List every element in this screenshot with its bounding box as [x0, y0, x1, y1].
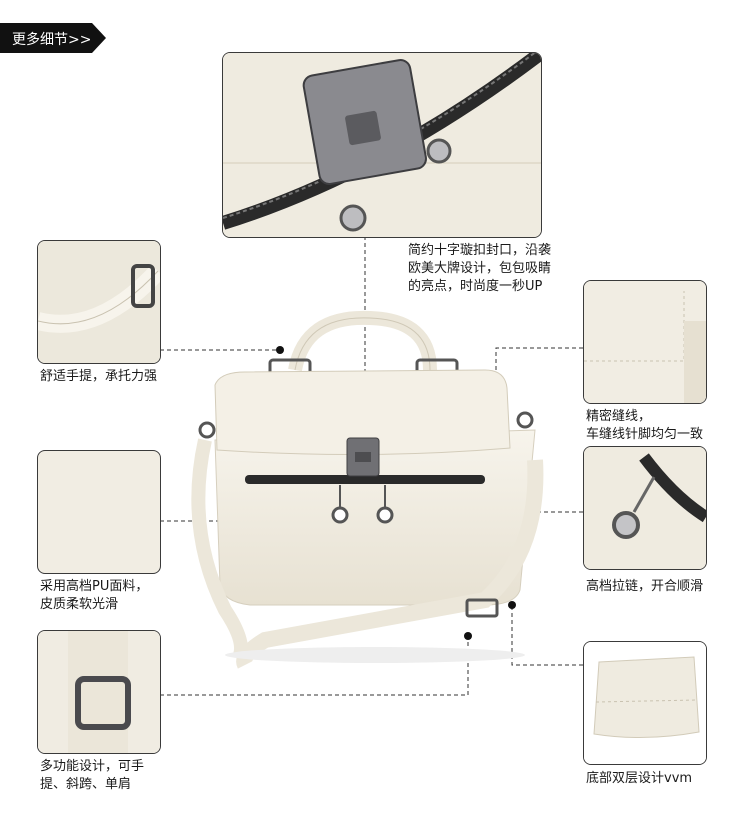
- material-caption: 采用高档PU面料， 皮质柔软光滑: [40, 578, 148, 614]
- lock-closeup-panel: [222, 52, 542, 238]
- strap-caption-line1: 多功能设计，可手: [40, 759, 145, 774]
- bag-bottom-image: [584, 642, 706, 764]
- material-caption-line1: 采用高档PU面料，: [40, 579, 149, 594]
- handbag-image: [191, 310, 544, 669]
- strap-caption-line2: 提、斜跨、单肩: [40, 777, 132, 792]
- lock-caption-line3: 的亮点，时尚度一秒UP: [408, 279, 543, 294]
- twist-lock-image: [223, 53, 541, 237]
- stitch-caption: 精密缝线， 车缝线针脚均匀一致: [586, 408, 703, 444]
- handle-image: [38, 241, 160, 363]
- more-details-tag: [0, 23, 106, 53]
- strap-caption: 多功能设计，可手 提、斜跨、单肩: [40, 758, 144, 794]
- handle-closeup-panel: [37, 240, 161, 364]
- stitching-image: [584, 281, 706, 403]
- stitch-caption-line2: 车缝线针脚均匀一致: [586, 427, 704, 442]
- zipper-pull-image: [584, 447, 706, 569]
- material-closeup-panel: [37, 450, 161, 574]
- lock-caption-line2: 欧美大牌设计，包包吸睛: [408, 261, 552, 276]
- buckle-image: [38, 631, 160, 753]
- zipper-caption: 高档拉链，开合顺滑: [586, 579, 704, 594]
- strap-closeup-panel: [37, 630, 161, 754]
- lock-caption-line1: 简约十字璇扣封口，沿袭: [408, 243, 552, 258]
- bottom-caption: 底部双层设计vvm: [586, 771, 693, 786]
- material-caption-line2: 皮质柔软光滑: [40, 597, 119, 612]
- handle-caption: 舒适手提，承托力强: [40, 369, 158, 384]
- stitch-closeup-panel: [583, 280, 707, 404]
- lock-caption: 简约十字璇扣封口，沿袭 欧美大牌设计，包包吸睛 的亮点，时尚度一秒UP: [408, 242, 551, 296]
- more-details-label: 更多细节>>: [12, 32, 92, 48]
- stitch-caption-line1: 精密缝线，: [586, 409, 652, 424]
- zipper-closeup-panel: [583, 446, 707, 570]
- bottom-closeup-panel: [583, 641, 707, 765]
